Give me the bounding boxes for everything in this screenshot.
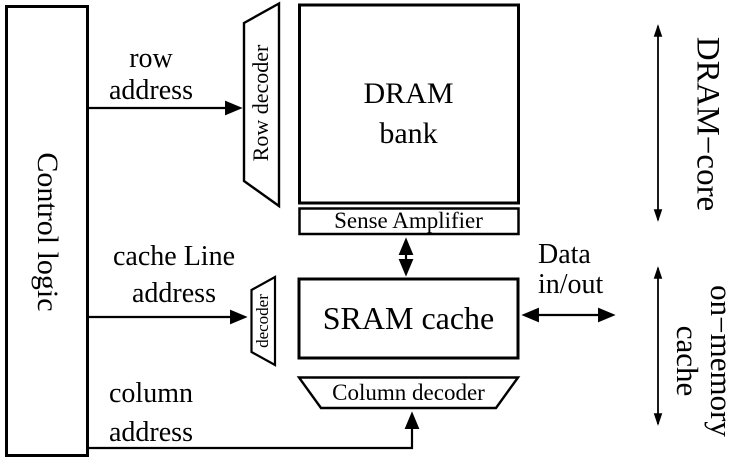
column-address-label: column address xyxy=(109,378,193,448)
column-address-arrow xyxy=(88,411,420,450)
sram-cache-box xyxy=(297,277,520,360)
row-decoder-label: Row decoder xyxy=(248,44,273,162)
sense-amplifier-box xyxy=(298,207,520,236)
sense-amplifier-label: Sense Amplifier xyxy=(334,207,483,233)
cache-decoder-trapezoid xyxy=(250,275,277,367)
column-decoder-trapezoid xyxy=(296,376,521,410)
on-memory-cache-label: on−memory cache xyxy=(670,285,739,437)
cache-line-address-label: cache Line address xyxy=(112,241,236,309)
row-address-label: row address xyxy=(109,43,193,106)
column-decoder-label: Column decoder xyxy=(332,379,485,405)
cache-decoder-label: decoder xyxy=(253,294,272,348)
row-decoder-trapezoid xyxy=(242,1,281,209)
sram-cache-label: SRAM cache xyxy=(322,300,495,336)
data-in-out-label: Data in/out xyxy=(538,239,604,300)
control-logic-label: Control logic xyxy=(31,152,64,312)
dram-core-label: DRAM−core xyxy=(689,36,726,212)
dram-bank-box xyxy=(298,3,520,205)
control-logic-box xyxy=(5,5,89,457)
dram-bank-label: DRAM bank xyxy=(363,77,454,150)
